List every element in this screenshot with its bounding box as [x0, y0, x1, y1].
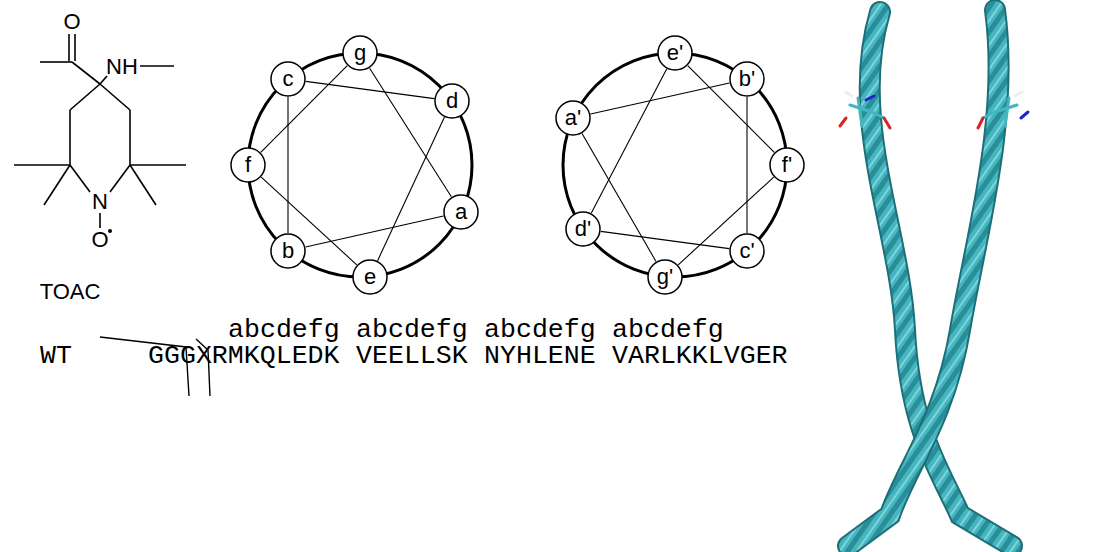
wheel-connector	[591, 83, 730, 114]
wheel-connector	[306, 216, 444, 247]
position-letter: f	[245, 154, 251, 176]
position-letter: a'	[565, 107, 581, 129]
heptad-position: f	[230, 147, 266, 183]
wheel-connector	[378, 117, 445, 260]
sequence-text: GGGXRMKQLEDK	[148, 343, 340, 369]
atom-label: O	[63, 11, 80, 33]
heptad-position: d	[434, 83, 470, 119]
wheel-connector	[591, 69, 666, 213]
sequence-text: WT	[40, 343, 72, 369]
position-letter: c	[283, 68, 294, 90]
ribbon-model	[848, 10, 1012, 546]
heptad-position: e'	[657, 35, 693, 71]
position-letter: g	[354, 42, 366, 64]
heptad-position: g'	[647, 259, 683, 295]
wheel-connector	[746, 97, 747, 233]
sequence-text: VARLKKLVGER	[612, 343, 788, 369]
wheel-connector	[601, 231, 729, 248]
radical-dot	[108, 229, 112, 233]
wheel-connector	[370, 68, 452, 197]
sequence-text: abcdefg	[356, 317, 468, 343]
position-letter: d'	[575, 218, 591, 240]
position-letter: a	[455, 201, 467, 223]
sequence-text: NYHLENE	[484, 343, 596, 369]
heptad-position: e	[352, 259, 388, 295]
position-letter: e'	[667, 42, 683, 64]
heptad-position: a	[443, 194, 479, 230]
wheel-connector	[306, 81, 434, 98]
position-letter: b	[282, 240, 294, 262]
sequence-text: abcdefg	[484, 317, 596, 343]
heptad-position: a'	[555, 100, 591, 136]
wheel-connector	[287, 97, 288, 233]
atom-label: N	[92, 191, 108, 213]
heptad-position: d'	[565, 211, 601, 247]
heptad-position: b	[270, 233, 306, 269]
sequence-text: abcdefg	[228, 317, 340, 343]
heptad-position: c'	[729, 233, 765, 269]
toac-sticks	[840, 92, 1028, 128]
atom-label: O	[91, 229, 108, 251]
atom-label: NH	[106, 56, 138, 78]
heptad-position: c	[270, 61, 306, 97]
position-letter: e	[364, 266, 376, 288]
wheel-ring	[563, 53, 787, 277]
heptad-position: b'	[729, 61, 765, 97]
position-letter: b'	[739, 68, 755, 90]
position-letter: c'	[739, 240, 754, 262]
position-letter: g'	[657, 266, 673, 288]
position-letter: d	[446, 90, 458, 112]
toac-structure	[14, 34, 186, 228]
heptad-position: f'	[769, 147, 805, 183]
wheel-ring	[248, 53, 472, 277]
sequence-text: VEELLSK	[356, 343, 468, 369]
sequence-text: abcdefg	[612, 317, 724, 343]
heptad-position: g	[342, 35, 378, 71]
position-letter: f'	[782, 154, 792, 176]
atom-label: TOAC	[40, 281, 101, 303]
